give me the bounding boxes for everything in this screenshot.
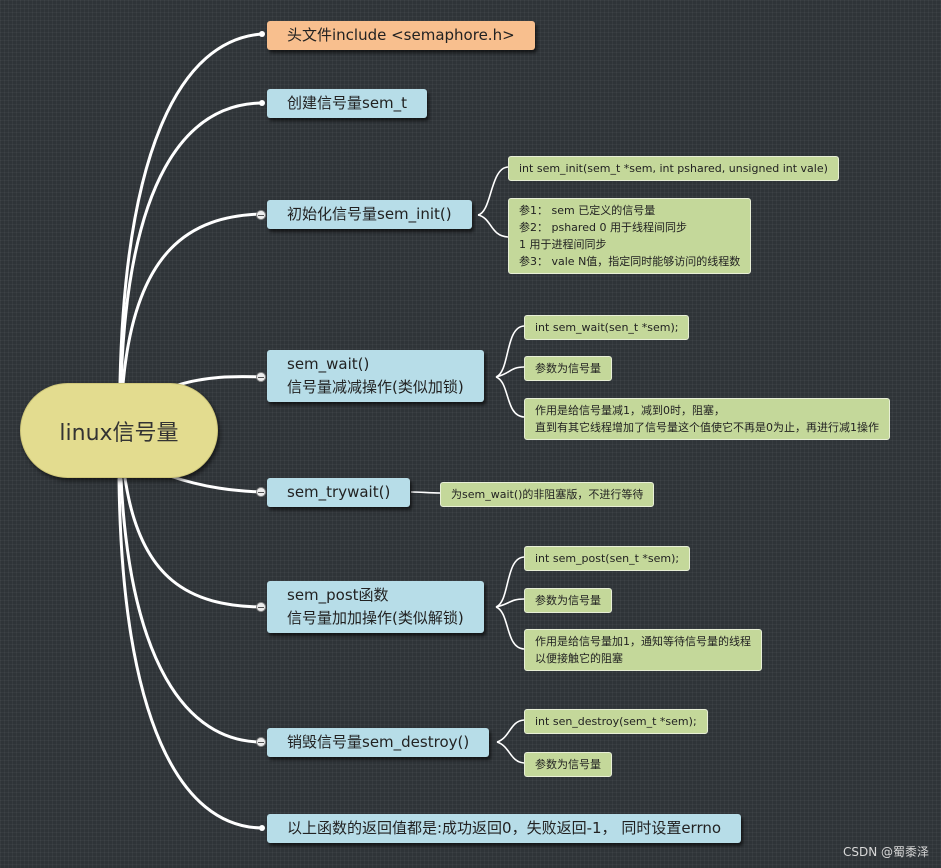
edge-wait-param [495,366,525,378]
wait-effect-line2: 直到有其它线程增加了信号量这个值使它不再是0为止，再进行减1操作 [535,421,879,434]
create-anchor-dot [259,100,265,106]
edge-destroy-param [496,741,525,764]
wait-signature-node[interactable]: int sem_wait(sen_t *sem); [524,315,690,340]
edge-root-init [121,212,264,386]
edge-post-signature [495,556,525,608]
edge-trywait-note [410,491,441,494]
destroy-signature-node[interactable]: int sen_destroy(sem_t *sem); [524,709,708,734]
post-signature-text: int sem_post(sen_t *sem); [535,552,680,565]
wait-label-line1: sem_wait() [287,355,370,373]
edge-init-params [477,214,509,238]
create-node[interactable]: 创建信号量sem_t [267,89,428,118]
returns-node[interactable]: 以上函数的返回值都是:成功返回0，失败返回-1， 同时设置errno [267,814,742,843]
watermark: CSDN @蜀黍泽 [842,845,929,859]
wait-signature-text: int sem_wait(sen_t *sem); [535,321,679,334]
edge-init-signature [477,166,509,216]
edge-post-effect [495,606,525,650]
trywait-collapse-toggle[interactable] [256,487,266,497]
post-effect-node[interactable]: 作用是给信号量加1，通知等待信号量的线程 以便接触它的阻塞 [524,629,762,671]
trywait-label: sem_trywait() [287,483,391,501]
destroy-collapse-toggle[interactable] [256,737,266,747]
wait-param-text: 参数为信号量 [535,362,601,375]
post-effect-line2: 以便接触它的阻塞 [535,652,623,665]
post-node[interactable]: sem_post函数 信号量加加操作(类似解锁) [267,581,484,633]
edge-destroy-signature [496,719,525,743]
destroy-node[interactable]: 销毁信号量sem_destroy() [267,728,490,757]
post-signature-node[interactable]: int sem_post(sen_t *sem); [524,546,691,571]
root-node[interactable]: linux信号量 [20,383,218,478]
post-label-line1: sem_post函数 [287,586,389,604]
init-param-3: 参3： vale N值，指定同时能够访问的线程数 [519,255,741,268]
post-label-line2: 信号量加加操作(类似解锁) [287,609,464,627]
destroy-signature-text: int sen_destroy(sem_t *sem); [535,715,697,728]
trywait-note-text: 为sem_wait()的非阻塞版，不进行等待 [451,488,644,501]
init-node[interactable]: 初始化信号量sem_init() [267,200,472,229]
wait-effect-line1: 作用是给信号量减1，减到0时，阻塞， [535,404,725,417]
init-collapse-toggle[interactable] [256,210,266,220]
wait-param-node[interactable]: 参数为信号量 [524,356,612,381]
returns-label: 以上函数的返回值都是:成功返回0，失败返回-1， 同时设置errno [287,819,722,837]
wait-collapse-toggle[interactable] [256,372,266,382]
trywait-note-node[interactable]: 为sem_wait()的非阻塞版，不进行等待 [440,482,655,507]
init-param-2-cont: 1 用于进程间同步 [519,238,607,251]
edge-root-post [123,476,264,609]
post-param-text: 参数为信号量 [535,594,601,607]
post-param-node[interactable]: 参数为信号量 [524,588,612,613]
returns-anchor-dot [259,825,265,831]
destroy-label: 销毁信号量sem_destroy() [287,733,470,751]
init-param-1: 参1： sem 已定义的信号量 [519,204,656,217]
init-param-2: 参2： pshared 0 用于线程间同步 [519,221,687,234]
edge-wait-effect [495,376,525,418]
init-label: 初始化信号量sem_init() [287,205,452,223]
edge-root-include [118,32,264,385]
include-label: 头文件include <semaphore.h> [287,26,515,44]
edge-root-returns [117,477,264,830]
init-signature-text: int sem_init(sem_t *sem, int pshared, un… [519,162,828,175]
wait-node[interactable]: sem_wait() 信号量减减操作(类似加锁) [267,350,484,402]
edge-root-destroy [119,477,264,744]
include-anchor-dot [259,31,265,37]
create-label: 创建信号量sem_t [287,94,408,112]
edge-root-trywait [168,474,264,494]
wait-effect-node[interactable]: 作用是给信号量减1，减到0时，阻塞， 直到有其它线程增加了信号量这个值使它不再是… [524,398,890,440]
wait-label-line2: 信号量减减操作(类似加锁) [287,378,464,396]
edge-post-param [495,598,525,608]
edge-wait-signature [495,325,525,378]
trywait-node[interactable]: sem_trywait() [267,478,411,507]
post-collapse-toggle[interactable] [256,602,266,612]
edge-root-create [119,101,264,385]
init-signature-node[interactable]: int sem_init(sem_t *sem, int pshared, un… [508,156,839,181]
root-label: linux信号量 [59,420,179,446]
post-effect-line1: 作用是给信号量加1，通知等待信号量的线程 [535,635,751,648]
init-params-node[interactable]: 参1： sem 已定义的信号量 参2： pshared 0 用于线程间同步 1 … [508,198,752,274]
destroy-param-text: 参数为信号量 [535,758,601,771]
include-node[interactable]: 头文件include <semaphore.h> [267,21,535,50]
destroy-param-node[interactable]: 参数为信号量 [524,752,612,777]
edge-root-wait [173,375,264,388]
